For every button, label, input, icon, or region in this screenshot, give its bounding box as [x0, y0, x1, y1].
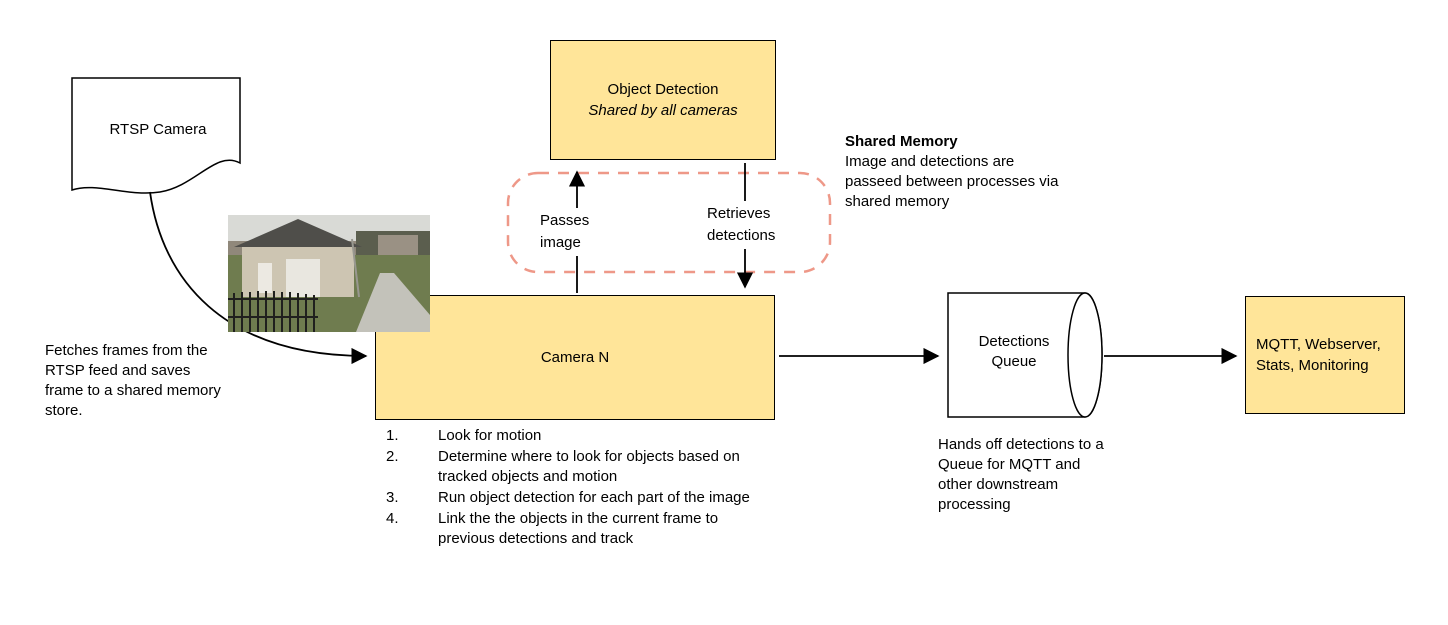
list-item: 4. Link the the objects in the current f…: [380, 509, 772, 550]
step-text: Run object detection for each part of th…: [438, 489, 750, 507]
list-item: 3. Run object detection for each part of…: [380, 488, 772, 509]
camera-n-label: Camera N: [540, 349, 610, 366]
passes-image-edge-label: Passes image: [536, 208, 604, 256]
step-number: 4.: [386, 509, 399, 527]
camera-snapshot-image: [228, 215, 430, 332]
step-number: 1.: [386, 427, 399, 444]
step-text: Determine where to look for objects base…: [438, 447, 740, 486]
camera-steps-list: 1. Look for motion 2. Determine where to…: [380, 426, 772, 550]
queue-handoff-note: Hands off detections to a Queue for MQTT…: [938, 436, 1104, 514]
step-text: Link the the objects in the current fram…: [438, 509, 719, 548]
shared-memory-note: Shared Memory Image and detections are p…: [845, 132, 1060, 212]
detections-queue-label: Detections Queue: [978, 333, 1050, 371]
camera-n-node: Camera N: [375, 295, 775, 420]
rtsp-camera-shape: [71, 77, 241, 194]
detections-queue-cap: [1067, 292, 1103, 418]
list-item: 2. Determine where to look for objects b…: [380, 447, 772, 488]
list-item: 1. Look for motion: [380, 426, 772, 447]
arrow-fetch-frames: [149, 191, 368, 365]
object-detection-subtitle: Shared by all cameras: [588, 102, 738, 119]
fetch-frames-note: Fetches frames from the RTSP feed and sa…: [45, 342, 221, 420]
shared-memory-note-body: Image and detections are passeed between…: [845, 153, 1059, 211]
rtsp-camera-label: RTSP Camera: [109, 121, 207, 138]
object-detection-title: Object Detection: [607, 81, 719, 98]
outputs-node: MQTT, Webserver, Stats, Monitoring: [1245, 296, 1405, 414]
outputs-label: MQTT, Webserver, Stats, Monitoring: [1256, 336, 1381, 374]
retrieves-detections-edge-label: Retrieves detections: [703, 201, 799, 249]
step-number: 2.: [386, 447, 399, 465]
shared-memory-note-title: Shared Memory: [845, 133, 958, 150]
step-number: 3.: [386, 489, 399, 507]
object-detection-node: Object Detection Shared by all cameras: [550, 40, 776, 160]
step-text: Look for motion: [438, 427, 542, 444]
shared-memory-dashed-region: [506, 171, 832, 274]
camera-snapshot-drawing: [228, 215, 430, 332]
